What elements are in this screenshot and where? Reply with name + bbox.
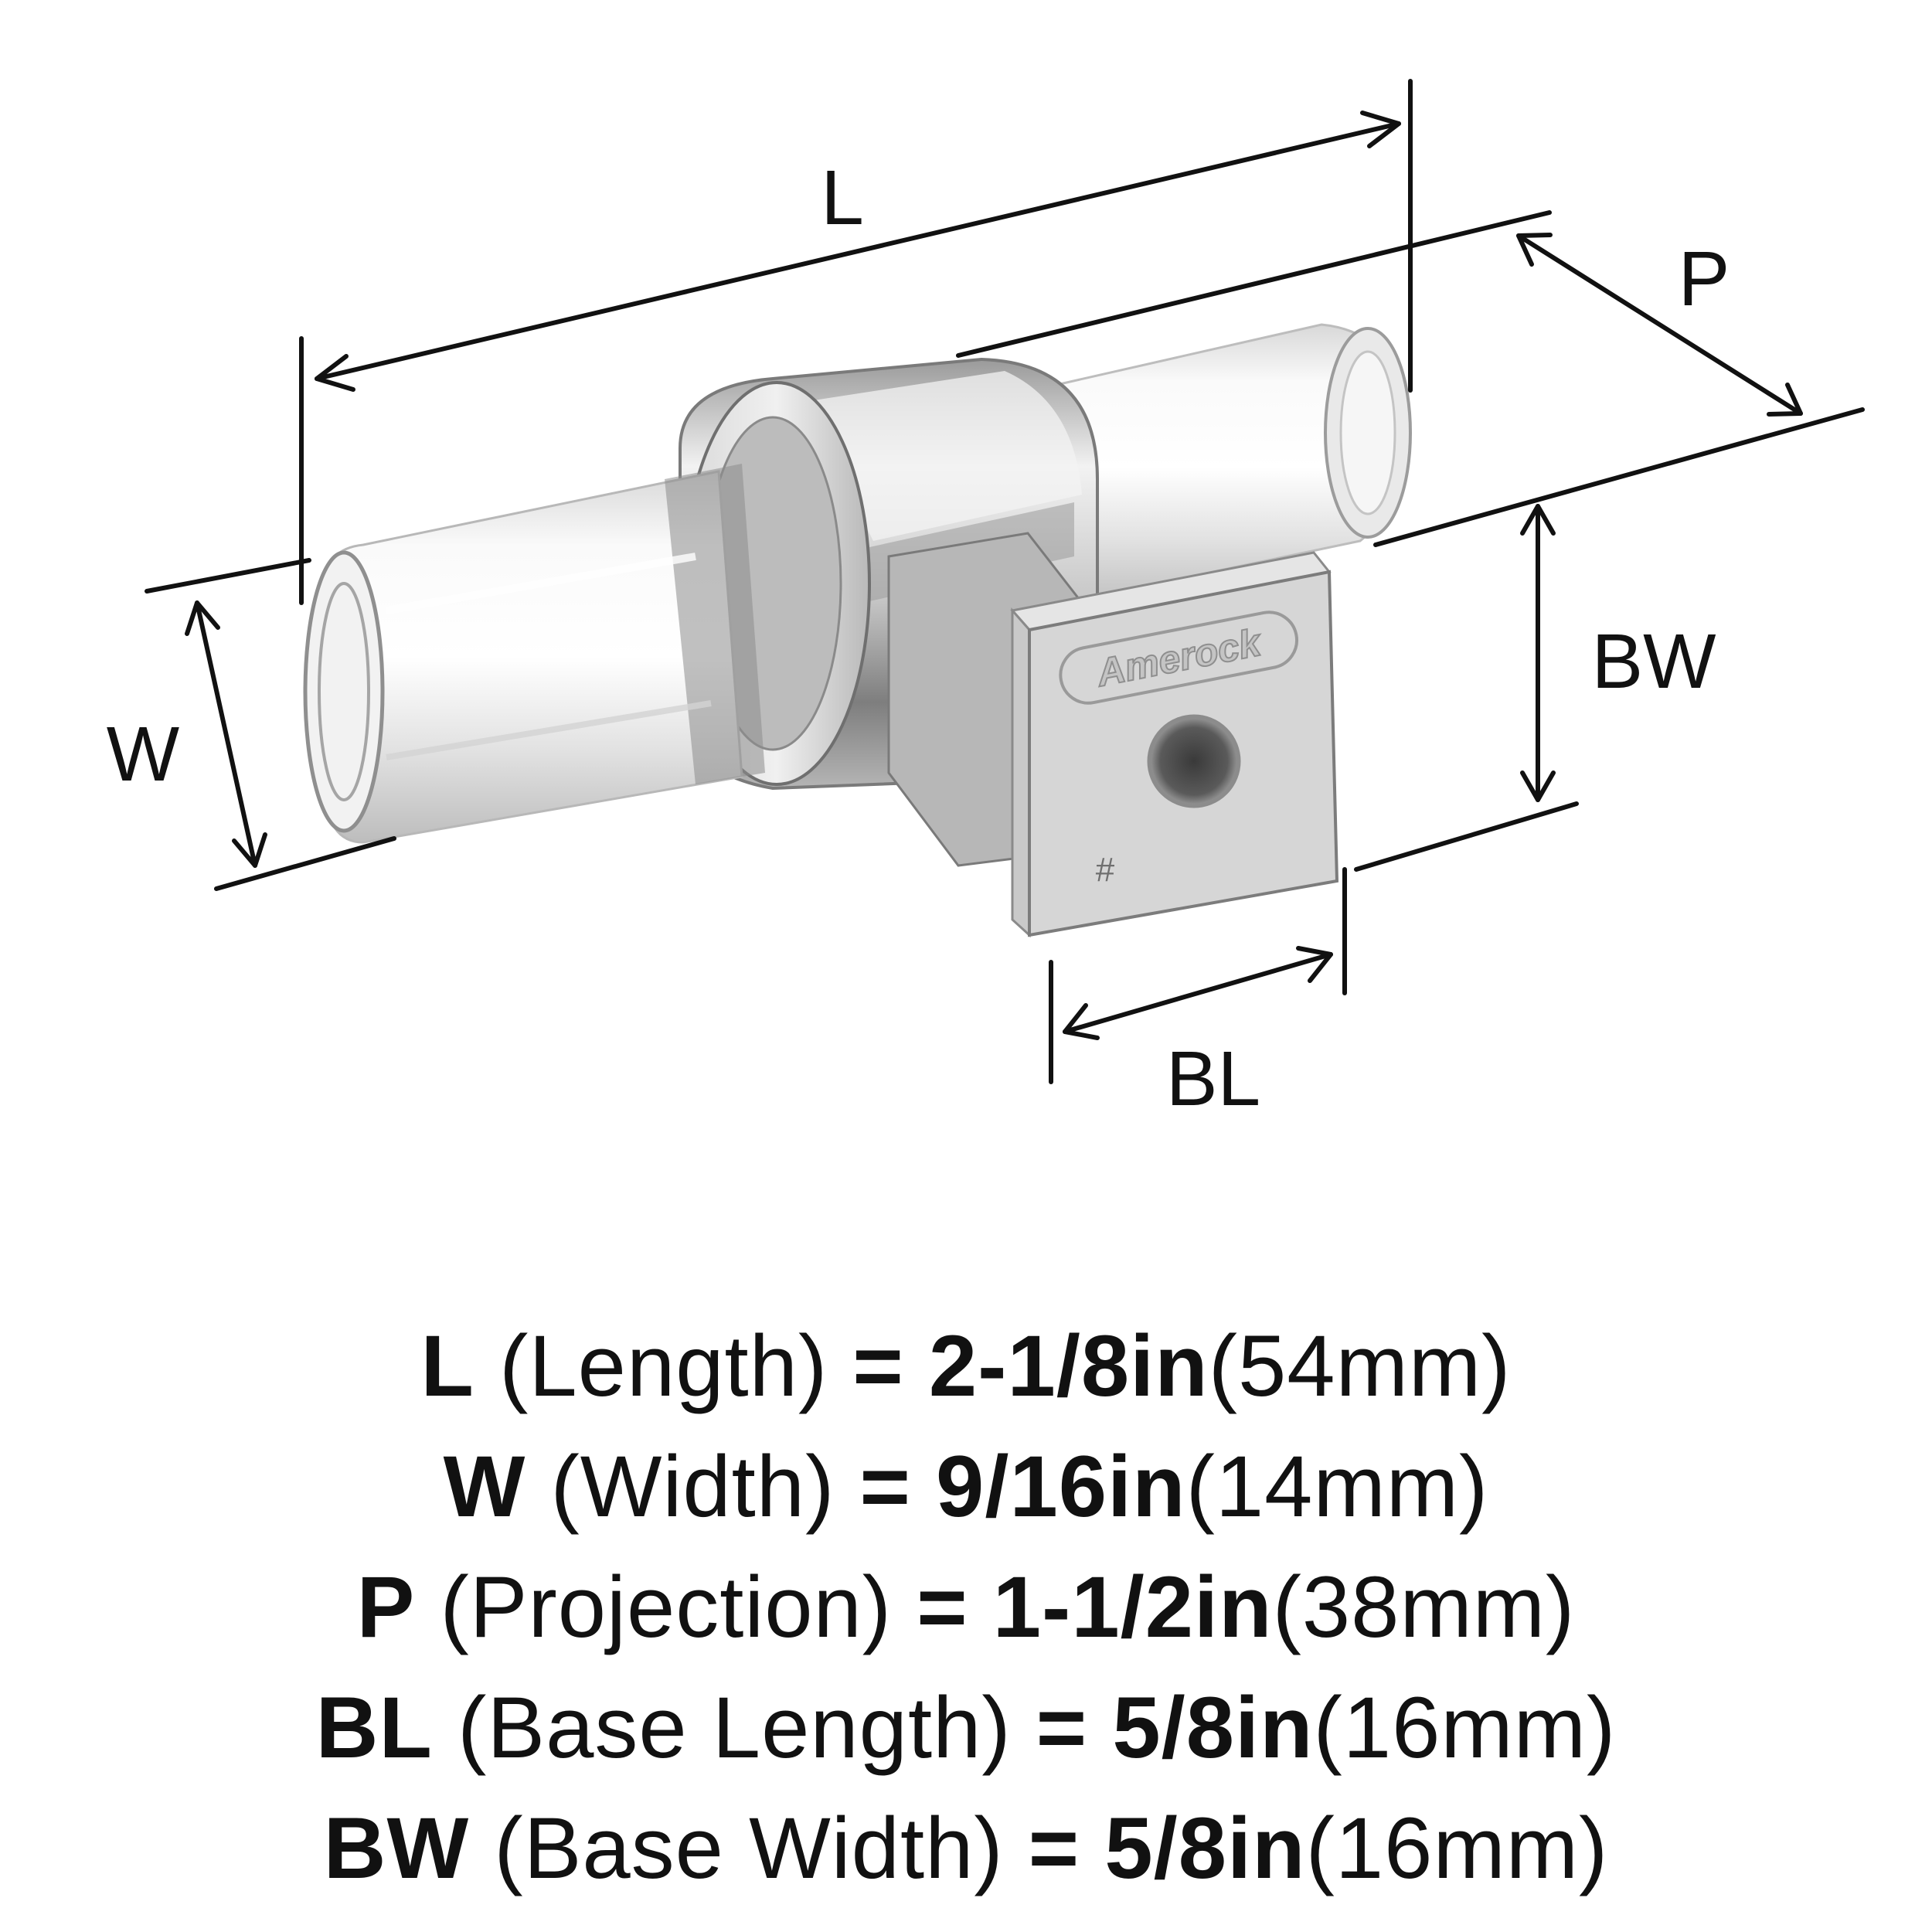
spec-equals: = — [917, 1559, 968, 1655]
spec-row-l: L (Length) = 2-1/8in(54mm) — [0, 1306, 1932, 1427]
left-acrylic-bar — [303, 464, 765, 844]
width-label: W — [107, 711, 180, 798]
spec-code: BL — [315, 1679, 433, 1776]
spec-row-p: P (Projection) = 1-1/2in(38mm) — [0, 1547, 1932, 1668]
base-width-label: BW — [1591, 618, 1716, 705]
base-mark: # — [1096, 851, 1115, 889]
spec-row-w: W (Width) = 9/16in(14mm) — [0, 1427, 1932, 1547]
spec-equals: = — [1036, 1679, 1088, 1776]
base-plate: Amerock # — [1010, 551, 1339, 938]
spec-imperial-value: 5/8in — [1112, 1679, 1314, 1776]
spec-code: BW — [323, 1800, 470, 1896]
spec-imperial-value: 5/8in — [1104, 1800, 1306, 1896]
length-label: L — [821, 155, 864, 241]
spec-row-bw: BW (Base Width) = 5/8in(16mm) — [0, 1788, 1932, 1909]
spec-imperial-value: 9/16in — [936, 1438, 1186, 1535]
base-length-dimension: BL — [1049, 867, 1347, 1122]
spec-code: W — [443, 1438, 526, 1535]
spec-imperial-value: 2-1/8in — [928, 1318, 1209, 1414]
projection-label: P — [1679, 236, 1730, 322]
spec-name: (Length) — [499, 1318, 828, 1414]
projection-dimension: P — [956, 210, 1865, 547]
dimension-lines: L P BW BL — [107, 79, 1865, 1122]
spec-code: P — [356, 1559, 416, 1655]
spec-metric-value: (16mm) — [1305, 1800, 1609, 1896]
dimension-drawing: Amerock # L P — [107, 79, 1865, 1122]
screw-hole — [1147, 714, 1241, 808]
spec-metric-value: (14mm) — [1185, 1438, 1489, 1535]
spec-equals: = — [852, 1318, 904, 1414]
spec-metric-value: (38mm) — [1272, 1559, 1576, 1655]
dimension-spec-list: L (Length) = 2-1/8in(54mm)W (Width) = 9/… — [0, 1306, 1932, 1909]
spec-name: (Width) — [550, 1438, 835, 1535]
spec-equals: = — [859, 1438, 911, 1535]
spec-row-bl: BL (Base Length) = 5/8in(16mm) — [0, 1668, 1932, 1788]
spec-name: (Base Length) — [457, 1679, 1012, 1776]
spec-equals: = — [1028, 1800, 1080, 1896]
product-illustration: Amerock # — [303, 323, 1412, 938]
spec-imperial-value: 1-1/2in — [992, 1559, 1273, 1655]
length-dimension: L — [299, 79, 1413, 605]
spec-metric-value: (16mm) — [1313, 1679, 1617, 1776]
width-dimension: W — [107, 558, 396, 891]
spec-name: (Projection) — [440, 1559, 893, 1655]
base-width-dimension: BW — [1354, 504, 1716, 872]
base-length-label: BL — [1166, 1036, 1260, 1122]
spec-code: L — [420, 1318, 474, 1414]
spec-metric-value: (54mm) — [1208, 1318, 1512, 1414]
spec-name: (Base Width) — [494, 1800, 1004, 1896]
